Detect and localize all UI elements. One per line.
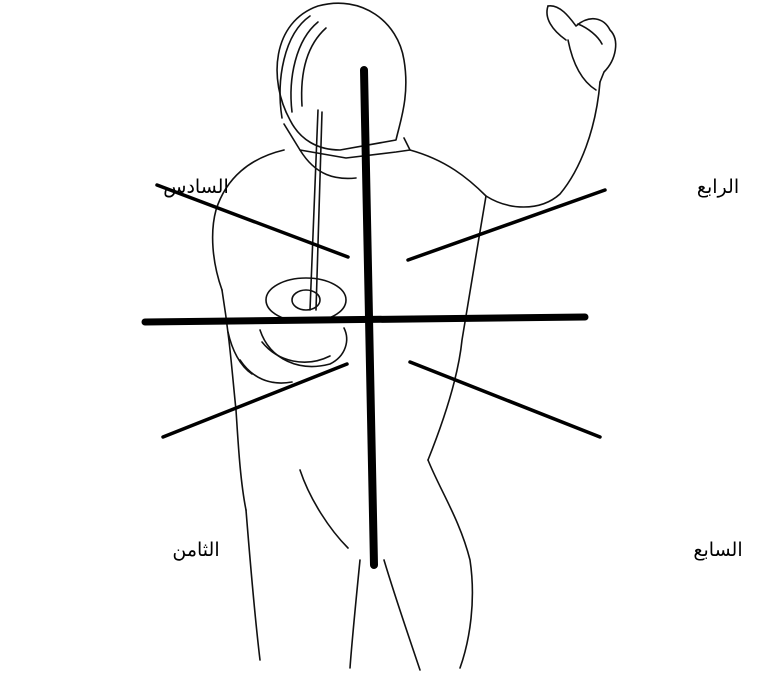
label-fourth: الرابع (672, 178, 758, 197)
label-eighth: الثامن (150, 541, 242, 560)
label-seventh: السابع (672, 541, 758, 560)
fencer-figure (213, 3, 616, 670)
diagonal-line-upper-right (408, 190, 605, 260)
fencer-mask (277, 3, 406, 150)
diagonal-line-lower-right (410, 362, 600, 437)
horizontal-axis-line (145, 317, 585, 322)
label-sixth: السادس (150, 178, 242, 197)
fencer-hand (548, 6, 616, 82)
fencer-guard (266, 278, 346, 322)
